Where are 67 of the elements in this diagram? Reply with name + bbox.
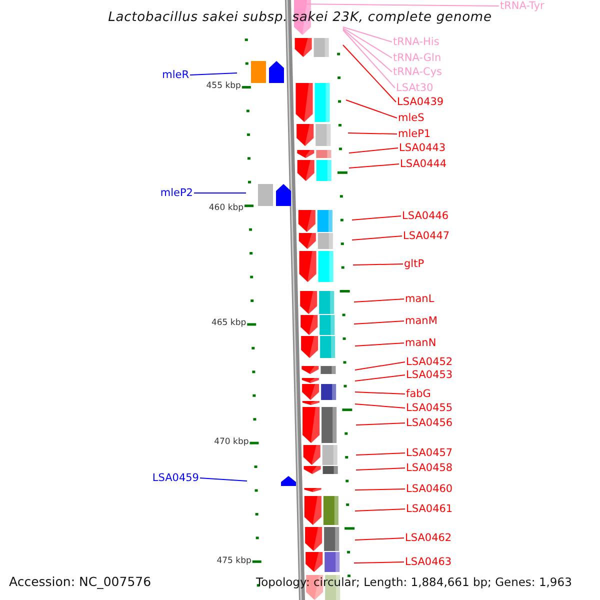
gene-label: LSA0456	[406, 417, 453, 429]
gene-label: LSA0443	[399, 142, 446, 154]
gene-label: LSA0457	[406, 447, 453, 459]
gene-label: tRNA-His	[393, 36, 440, 48]
gene-label: LSA0462	[405, 532, 452, 544]
leader-line	[354, 392, 406, 394]
leader-line	[354, 562, 404, 564]
genome-info-text: Topology: circular; Length: 1,884,661 bp; Genes: 1,963	[256, 575, 572, 589]
leader-line	[354, 342, 404, 346]
gene-label: mleS	[398, 112, 424, 124]
leader-line	[354, 538, 404, 540]
leader-line	[346, 100, 398, 118]
axis-tick-label: 460 kbp	[208, 203, 244, 213]
gene-label: LSA0446	[402, 210, 449, 222]
leader-line	[200, 478, 248, 482]
leader-line	[342, 26, 392, 42]
axis-tick-label: 475 kbp	[216, 556, 252, 566]
gene-label: mleR	[162, 69, 189, 81]
leader-line	[354, 488, 406, 490]
leader-line	[352, 236, 402, 240]
leader-line	[194, 192, 246, 194]
gene-label: LSA0461	[406, 503, 453, 515]
gene-label: LSA0447	[403, 230, 450, 242]
gene-label: LSA0452	[406, 356, 453, 368]
leader-line	[354, 508, 406, 512]
leader-line	[342, 44, 396, 102]
leader-line	[190, 72, 238, 76]
accession-text: Accession: NC_007576	[9, 574, 152, 589]
leader-line	[354, 404, 406, 408]
leader-line	[352, 216, 402, 220]
gene-label: LSA0463	[405, 556, 452, 568]
leader-line	[354, 362, 406, 370]
axis-tick-label: 470 kbp	[213, 437, 249, 447]
gene-label: gltP	[404, 258, 424, 270]
gene-label: LSAt30	[396, 82, 434, 94]
gene-label: LSA0453	[406, 369, 453, 381]
gene-label: LSA0439	[397, 96, 444, 108]
gene-label: tRNA-Tyr	[500, 0, 544, 12]
gene-label: tRNA-Gln	[393, 52, 442, 64]
gene-label: fabG	[406, 388, 431, 400]
gene-label: LSA0444	[400, 158, 447, 170]
gene-label: LSA0455	[406, 402, 453, 414]
axis-tick-label: 465 kbp	[210, 318, 246, 328]
leader-line	[356, 422, 406, 426]
leader-line	[342, 28, 392, 72]
gene-label: manM	[405, 315, 438, 327]
leader-line	[354, 298, 404, 302]
gene-label: LSA0460	[406, 483, 453, 495]
leader-line	[342, 30, 396, 88]
leader-line	[354, 320, 404, 324]
leader-line	[356, 468, 406, 470]
leader-line	[354, 374, 406, 382]
gene-label: LSA0459	[152, 472, 199, 484]
gene-label: mleP1	[398, 128, 431, 140]
gene-label: mleP2	[160, 187, 193, 199]
leader-line	[348, 148, 398, 154]
leader-line	[348, 132, 398, 134]
gene-label: manL	[405, 293, 434, 305]
title: Lactobacillus sakei subsp. sakei 23K, complete genome	[107, 10, 493, 25]
axis-tick-label: 455 kbp	[205, 81, 241, 91]
leader-line	[352, 264, 404, 266]
leader-line	[348, 164, 400, 168]
gene-label: tRNA-Cys	[393, 66, 442, 78]
gene-label: LSA0458	[406, 462, 453, 474]
gene-label: manN	[405, 337, 436, 349]
leader-line	[356, 452, 406, 456]
leader-line	[342, 28, 392, 58]
